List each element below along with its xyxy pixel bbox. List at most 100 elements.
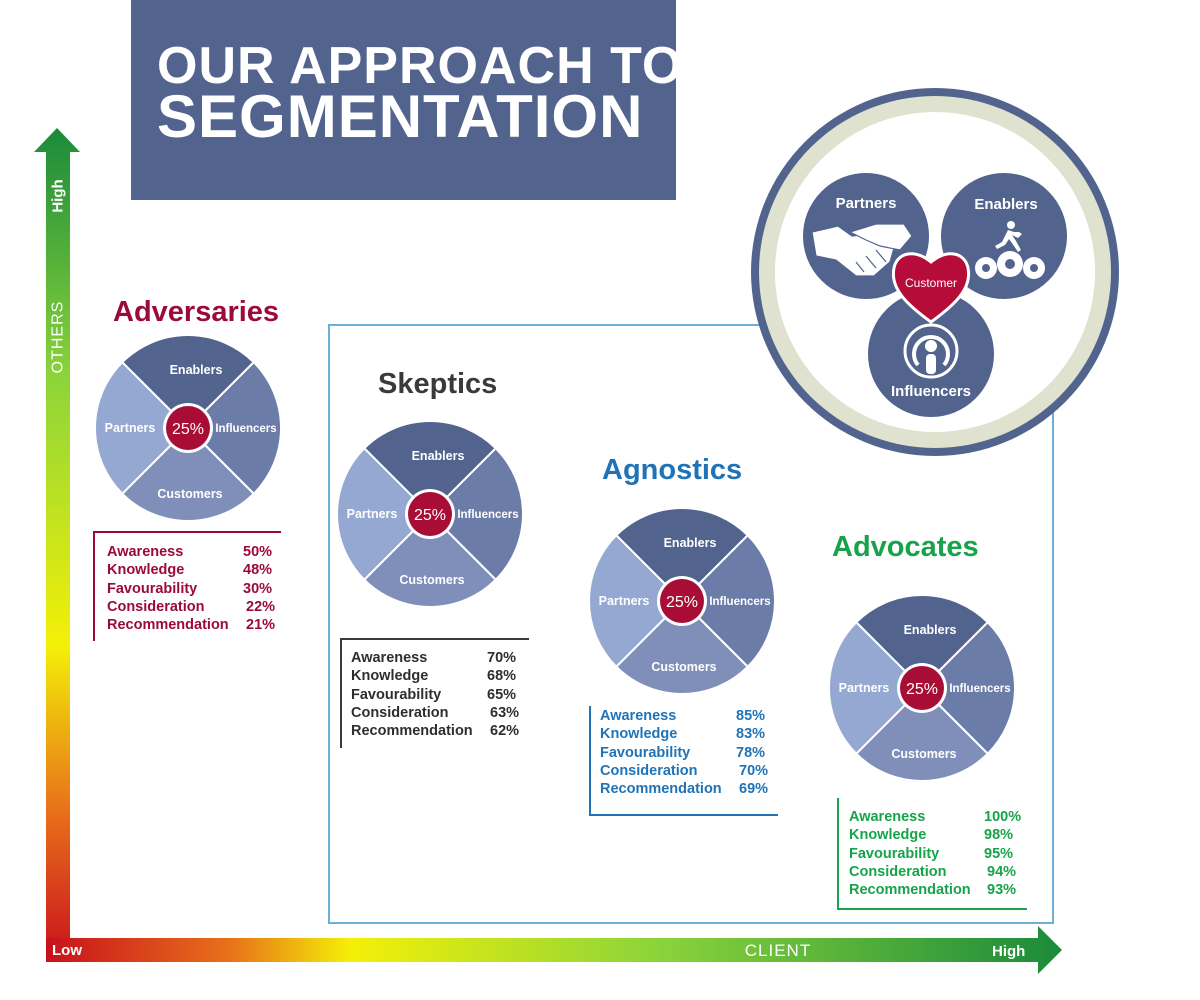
stat-label: Knowledge xyxy=(351,668,429,685)
pie-label-left: Partners xyxy=(839,681,890,695)
stat-label: Recommendation xyxy=(849,882,971,899)
model-enablers-label: Enablers xyxy=(974,196,1037,213)
pie-center-badge xyxy=(408,492,452,536)
pie-center-badge xyxy=(166,406,210,450)
stat-label: Awareness xyxy=(600,708,677,724)
stat-value: 69% xyxy=(739,781,769,798)
title-line-2: SEGMENTATION xyxy=(157,83,644,150)
stat-value: 70% xyxy=(739,762,769,779)
pie-quadrant-bottom xyxy=(614,599,750,695)
stat-label: Favourability xyxy=(600,744,691,761)
segment-title-skeptics: Skeptics xyxy=(378,368,498,400)
stat-label: Awareness xyxy=(351,650,428,666)
x-axis-label: CLIENT xyxy=(745,941,811,960)
stat-label: Recommendation xyxy=(600,781,722,798)
stat-value: 30% xyxy=(243,580,273,597)
pie-label-top: Enablers xyxy=(664,536,717,550)
y-axis-label: OTHERS xyxy=(50,301,67,374)
stat-label: Favourability xyxy=(849,845,940,862)
stat-row: Favourability 78% xyxy=(600,744,778,762)
stat-row: Awareness 70% xyxy=(351,649,529,667)
segments-frame xyxy=(328,324,1054,924)
stat-row: Awareness 85% xyxy=(600,707,778,725)
pie-quadrant-left xyxy=(336,446,432,582)
pie-label-bottom: Customers xyxy=(157,487,222,501)
model-partners-label: Partners xyxy=(836,195,897,212)
pie-label-right: Influencers xyxy=(457,509,518,521)
stat-value: 93% xyxy=(987,882,1017,899)
pie-quadrant-left xyxy=(828,620,924,756)
model-customer-label: Customer xyxy=(905,276,957,290)
stat-label: Knowledge xyxy=(849,827,927,844)
stat-label: Recommendation xyxy=(351,723,473,740)
stat-value: 48% xyxy=(243,562,273,579)
stat-label: Consideration xyxy=(849,863,947,880)
x-axis-high-label: High xyxy=(992,943,1025,960)
stats-agnostics: Awareness 85% Knowledge 83% Favourability 78%… xyxy=(589,706,778,816)
stat-label: Knowledge xyxy=(107,562,185,579)
stat-label: Knowledge xyxy=(600,726,678,743)
y-axis-arrow xyxy=(34,128,80,962)
y-axis-high-label: High xyxy=(50,179,67,212)
pie-quadrant-left xyxy=(588,533,684,669)
pie-label-left: Partners xyxy=(105,421,156,435)
pie-label-right: Influencers xyxy=(949,683,1010,695)
runner-icon xyxy=(995,221,1022,252)
pie-center-badge xyxy=(900,666,944,710)
stat-row: Knowledge 83% xyxy=(600,725,778,743)
pie-center-badge xyxy=(660,579,704,623)
pie-quadrant-top xyxy=(362,420,498,516)
pie-label-left: Partners xyxy=(347,507,398,521)
pie-center-value: 25% xyxy=(666,594,698,611)
stat-row: Knowledge 48% xyxy=(107,561,281,579)
pie-quadrant-right xyxy=(920,620,1016,756)
stat-value: 63% xyxy=(490,704,520,721)
stat-value: 21% xyxy=(246,617,276,634)
pie-quadrant-right xyxy=(680,533,776,669)
stat-value: 65% xyxy=(487,686,517,703)
segment-title-adversaries: Adversaries xyxy=(113,296,280,328)
segment-title-agnostics: Agnostics xyxy=(602,454,743,486)
segment-title-advocates: Advocates xyxy=(832,531,979,563)
handshake-icon xyxy=(811,223,913,277)
pie-center-value: 25% xyxy=(906,681,938,698)
stat-label: Awareness xyxy=(107,544,184,560)
stat-label: Consideration xyxy=(107,598,205,615)
pie-quadrant-right xyxy=(428,446,524,582)
stat-row: Recommendation 69% xyxy=(600,780,778,798)
stat-value: 95% xyxy=(984,845,1014,862)
pie-label-right: Influencers xyxy=(215,423,276,435)
customer-heart-icon xyxy=(891,252,971,324)
stat-value: 85% xyxy=(736,708,766,724)
broadcast-icon xyxy=(903,323,959,379)
gears-icon xyxy=(975,251,1045,279)
stat-value: 68% xyxy=(487,668,517,685)
pie-quadrant-bottom xyxy=(362,512,498,608)
origin-low-label: Low xyxy=(52,942,82,959)
stat-value: 22% xyxy=(246,598,276,615)
pie-label-bottom: Customers xyxy=(891,747,956,761)
stat-label: Awareness xyxy=(849,809,926,825)
stat-value: 70% xyxy=(487,650,517,666)
pie-label-right: Influencers xyxy=(709,596,770,608)
pie-quadrant-top xyxy=(120,334,256,430)
stat-value: 83% xyxy=(736,726,766,743)
stat-value: 94% xyxy=(987,863,1017,880)
stat-value: 78% xyxy=(736,744,766,761)
